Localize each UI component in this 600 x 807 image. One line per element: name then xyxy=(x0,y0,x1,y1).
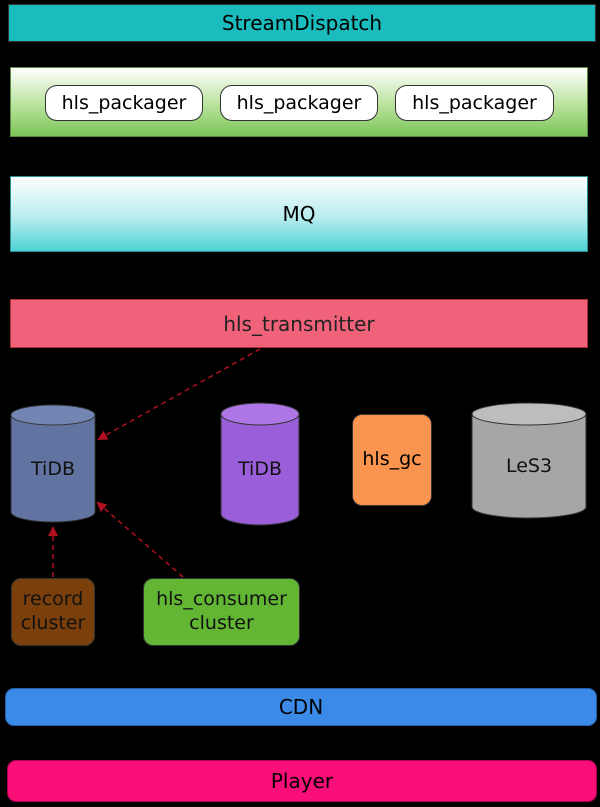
stream-dispatch-bar: StreamDispatch xyxy=(8,4,596,42)
player-label: Player xyxy=(270,769,334,793)
hls-packager-label: hls_packager xyxy=(61,92,187,114)
hls-transmitter-label: hls_transmitter xyxy=(223,311,375,336)
cdn-label: CDN xyxy=(278,695,324,719)
stream-dispatch-label: StreamDispatch xyxy=(221,11,383,35)
hls-consumer-cluster-node: hls_consumer cluster xyxy=(143,578,300,646)
hls-gc-label: hls_gc xyxy=(362,448,422,471)
les3-label: LeS3 xyxy=(505,455,553,478)
arrow-transmitter-to-tidb xyxy=(97,348,261,440)
hls-packager-node: hls_packager xyxy=(395,85,554,121)
player-bar: Player xyxy=(7,760,597,802)
hls-packager-node: hls_packager xyxy=(45,85,203,121)
hls-gc-node: hls_gc xyxy=(352,414,432,506)
tidb-secondary-cylinder xyxy=(220,402,300,526)
mq-layer: MQ xyxy=(10,176,588,252)
hls-transmitter-bar: hls_transmitter xyxy=(10,299,588,348)
tidb-primary-cylinder xyxy=(10,404,96,523)
packager-layer: hls_packager hls_packager hls_packager xyxy=(10,67,588,137)
hls-packager-node: hls_packager xyxy=(220,85,378,121)
hls-packager-label: hls_packager xyxy=(412,92,537,114)
hls-consumer-cluster-label: hls_consumer cluster xyxy=(156,588,287,634)
record-cluster-node: record cluster xyxy=(11,578,95,646)
arrow-consumer-to-tidb xyxy=(96,501,184,578)
les3-cylinder xyxy=(471,402,587,519)
record-cluster-label: record cluster xyxy=(20,588,86,634)
tidb-secondary-label: TiDB xyxy=(238,458,282,481)
mq-label: MQ xyxy=(282,202,316,226)
tidb-primary-label: TiDB xyxy=(31,458,75,481)
hls-packager-label: hls_packager xyxy=(236,92,362,114)
cdn-bar: CDN xyxy=(5,688,597,726)
